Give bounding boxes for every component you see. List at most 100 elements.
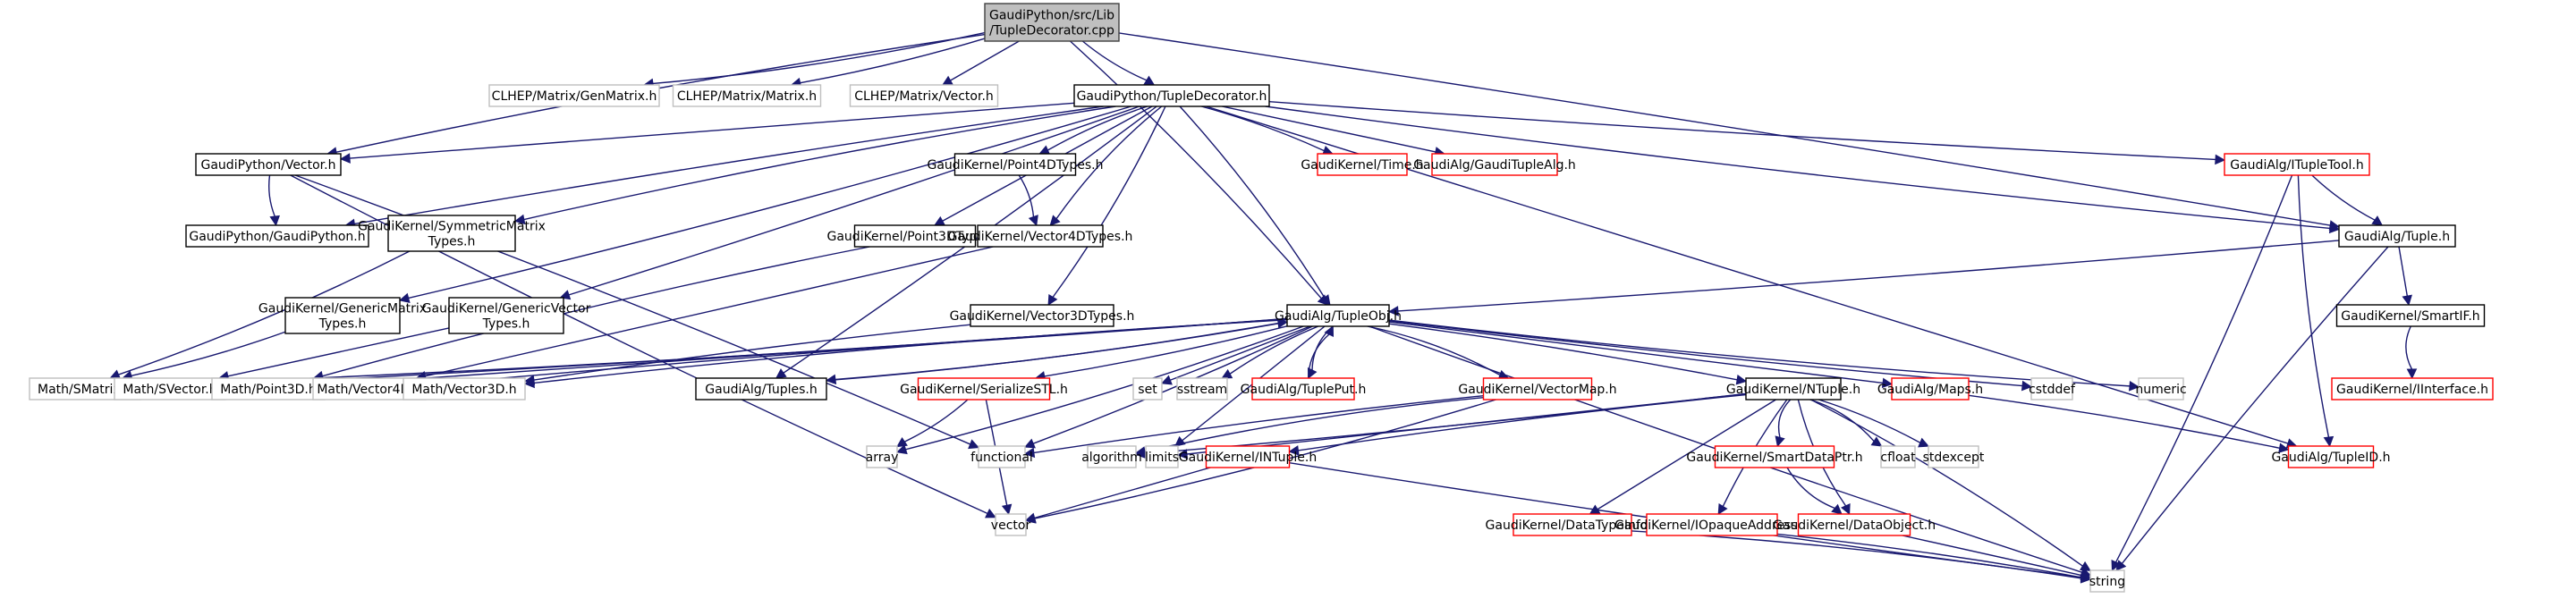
edge-tupleobj-to-maps <box>1388 321 1884 384</box>
node-label: GaudiPython/TupleDecorator.h <box>1077 89 1267 104</box>
node-box <box>1431 153 1558 176</box>
node-label: algorithm <box>1081 451 1142 465</box>
node-mvector3d: Math/Vector3D.h <box>402 377 526 400</box>
arrowhead-tupledecorator-to-gpvector <box>339 153 351 164</box>
node-iopaqueaddress[interactable]: GaudiKernel/IOpaqueAddress.h <box>1614 513 1809 536</box>
node-datatypeinfo[interactable]: GaudiKernel/DataTypeInfo.h <box>1486 513 1660 536</box>
edge-tupleobj-to-array <box>905 325 1304 451</box>
node-ntuple[interactable]: GaudiKernel/NTuple.h <box>1726 377 1860 400</box>
node-serializestl[interactable]: GaudiKernel/SerializeSTL.h <box>900 377 1068 400</box>
arrowhead-tupleobj-to-ntuple <box>1735 375 1748 385</box>
node-box <box>402 377 526 400</box>
node-label: Math/Vector3D.h <box>411 383 516 397</box>
node-point3d[interactable]: GaudiKernel/Point3DTypes.h <box>827 224 1004 248</box>
node-box <box>387 215 516 252</box>
node-box <box>2335 304 2486 327</box>
node-dataobject[interactable]: GaudiKernel/DataObject.h <box>1773 513 1936 536</box>
node-intuple[interactable]: GaudiKernel/INTuple.h <box>1179 445 1317 468</box>
edge-ntuple-to-string <box>1810 399 2083 567</box>
node-box <box>2287 445 2375 468</box>
node-iinterface[interactable]: GaudiKernel/IInterface.h <box>2331 377 2494 400</box>
node-box <box>1251 377 1355 400</box>
arrowhead-ituptool-to-tuple <box>2371 215 2384 226</box>
arrowhead-serializestl-to-vector <box>1001 503 1013 516</box>
node-smartif[interactable]: GaudiKernel/SmartIF.h <box>2335 304 2486 327</box>
node-box <box>195 153 342 176</box>
arrowhead-ntuple-to-intuple <box>1288 445 1300 456</box>
node-tuples[interactable]: GaudiAlg/Tuples.h <box>695 377 827 400</box>
node-label: GaudiKernel/SerializeSTL.h <box>900 383 1068 397</box>
node-tupleid[interactable]: GaudiAlg/TupleID.h <box>2271 445 2391 468</box>
node-gaudipython[interactable]: GaudiPython/GaudiPython.h <box>185 224 369 248</box>
node-time[interactable]: GaudiKernel/Time.h <box>1301 153 1424 176</box>
node-label: GaudiKernel/Vector4DTypes.h <box>948 230 1133 244</box>
arrowhead-ntuple-to-dataobject <box>1841 503 1851 516</box>
node-box <box>1145 445 1179 468</box>
edge-vectormap-to-algorithm <box>1144 396 1484 452</box>
node-box <box>1891 377 1970 400</box>
edge-root-to-tupleobj <box>1070 40 1322 299</box>
node-gaudituplealg[interactable]: GaudiAlg/GaudiTupleAlg.h <box>1413 153 1576 176</box>
edge-tupledecorator-to-genericmatrix <box>408 105 1131 299</box>
edge-ituptool-to-tupleid <box>2297 174 2330 438</box>
node-box <box>1928 445 1979 468</box>
node-label: functional <box>970 451 1033 465</box>
edge-ntuple-to-cfloat <box>1809 399 1875 443</box>
node-label: CLHEP/Matrix/Matrix.h <box>677 89 817 104</box>
node-string: string <box>2089 569 2125 593</box>
node-box <box>2338 224 2456 248</box>
node-label: GaudiKernel/Vector3DTypes.h <box>950 309 1135 324</box>
edge-ntuple-to-algorithm <box>1144 392 1747 455</box>
arrowhead-gpvector-to-vector <box>985 508 997 518</box>
node-label: GaudiKernel/DataTypeInfo.h <box>1486 518 1660 533</box>
arrowhead-tupledecorator-to-genericvector <box>559 290 572 300</box>
arrowhead-gpvector-to-gaudipython <box>269 215 280 227</box>
arrowhead-ituptool-to-string <box>2111 560 2122 572</box>
node-maps[interactable]: GaudiAlg/Maps.h <box>1877 377 1983 400</box>
edge-maps-to-tupleid <box>1968 394 2280 449</box>
node-box <box>1646 513 1778 536</box>
node-label: CLHEP/Matrix/GenMatrix.h <box>492 89 657 104</box>
node-label: stdexcept <box>1923 451 1985 465</box>
node-tupledecorator[interactable]: GaudiPython/TupleDecorator.h <box>1073 84 1270 107</box>
node-genmatrix: CLHEP/Matrix/GenMatrix.h <box>488 84 660 107</box>
node-tuple[interactable]: GaudiAlg/Tuple.h <box>2338 224 2456 248</box>
node-box <box>866 445 898 468</box>
node-box <box>1513 513 1632 536</box>
node-vector4d[interactable]: GaudiKernel/Vector4DTypes.h <box>948 224 1133 248</box>
node-box <box>284 297 401 334</box>
node-set: set <box>1132 377 1163 400</box>
node-label: GaudiKernel/Time.h <box>1301 158 1423 173</box>
edge-intuple-to-vector <box>1034 467 1211 519</box>
node-box <box>1132 377 1163 400</box>
node-cstddef: cstddef <box>2029 377 2076 400</box>
node-mpoint3d: Math/Point3D.h <box>211 377 326 400</box>
node-vectormap[interactable]: GaudiKernel/VectorMap.h <box>1458 377 1617 400</box>
edge-vector4d-to-mvector4d <box>425 246 994 377</box>
node-label: GaudiPython/GaudiPython.h <box>189 230 365 244</box>
node-tupleput[interactable]: GaudiAlg/TuplePut.h <box>1241 377 1367 400</box>
node-gpvector[interactable]: GaudiPython/Vector.h <box>195 153 342 176</box>
arrowhead-ituptool-to-tupleid <box>2323 435 2334 448</box>
node-smartdataptr[interactable]: GaudiKernel/SmartDataPtr.h <box>1686 445 1863 468</box>
node-box <box>1745 377 1842 400</box>
arrowhead-tupledecorator-to-genericmatrix <box>398 292 411 303</box>
edge-root-to-clhepvector <box>950 40 1020 81</box>
node-label: GaudiKernel/INTuple.h <box>1179 451 1317 465</box>
edge-vectormap-to-functional <box>1033 394 1484 454</box>
node-vector3d[interactable]: GaudiKernel/Vector3DTypes.h <box>950 304 1135 327</box>
node-label: sstream <box>1177 383 1227 397</box>
node-ituptool[interactable]: GaudiAlg/ITupleTool.h <box>2224 153 2370 176</box>
edge-dataobject-to-string <box>1902 535 2082 577</box>
node-label: GaudiAlg/ITupleTool.h <box>2230 158 2363 173</box>
node-point4d[interactable]: GaudiKernel/Point4DTypes.h <box>928 153 1104 176</box>
node-label: Math/Point3D.h <box>220 383 317 397</box>
node-tupleobj[interactable]: GaudiAlg/TupleObj.h <box>1275 304 1402 327</box>
edge-tupledecorator-to-gpvector <box>349 102 1075 159</box>
arrowhead-tupleobj-to-array <box>895 444 908 455</box>
node-label: GaudiAlg/Tuples.h <box>705 383 817 397</box>
edge-symmatrix-to-smatrix <box>118 250 411 375</box>
